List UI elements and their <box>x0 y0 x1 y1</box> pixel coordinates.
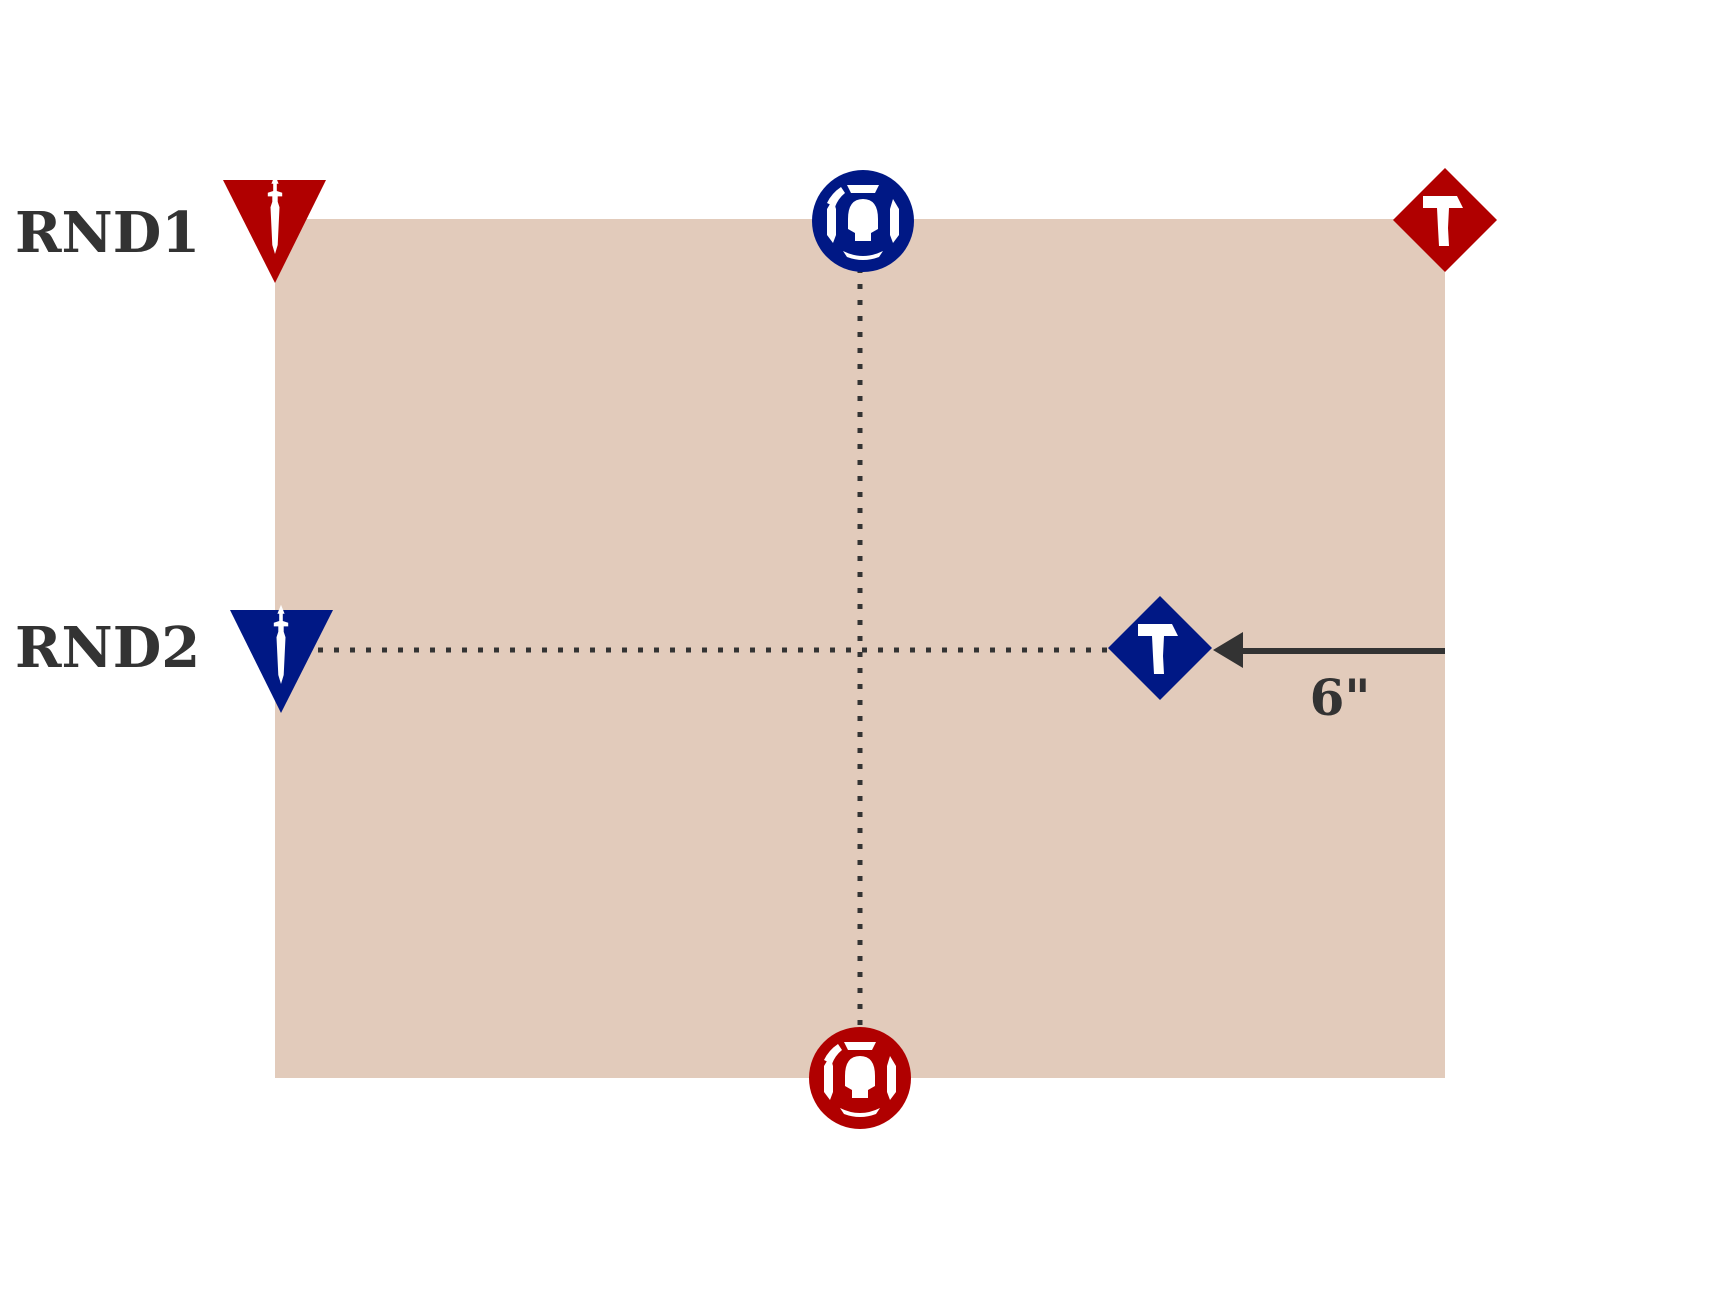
round-1-label: RND1 <box>15 200 200 266</box>
measurement-arrow <box>1213 632 1445 668</box>
round-2-label: RND2 <box>15 615 200 681</box>
measurement-label: 6" <box>1310 668 1371 727</box>
red-dagger-marker <box>223 174 326 283</box>
blue-skull-objective <box>812 170 914 272</box>
blue-dagger-marker <box>230 604 333 713</box>
blue-hammer-marker <box>1108 596 1212 700</box>
red-hammer-marker <box>1393 168 1497 272</box>
red-skull-objective <box>809 1027 911 1129</box>
